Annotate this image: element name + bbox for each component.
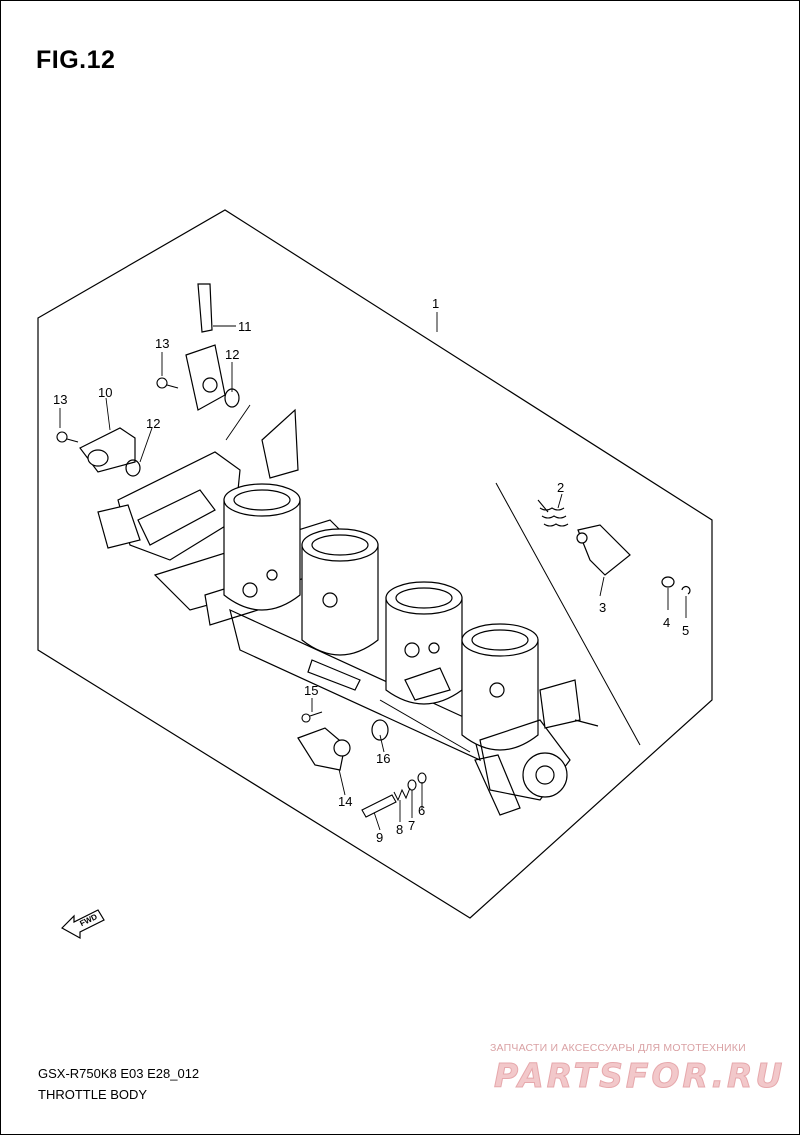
part-2-spring — [537, 499, 569, 527]
callout-1: 1 — [432, 296, 439, 311]
part-5-clip — [681, 586, 691, 595]
callout-3: 3 — [599, 600, 606, 615]
part-4-washer — [661, 576, 675, 588]
part-12-oring-lower — [125, 459, 141, 477]
part-11-tp-sensor — [185, 283, 226, 411]
part-3-adjuster — [576, 524, 631, 576]
forward-arrow-icon: FWD — [61, 909, 105, 940]
callout-10: 10 — [98, 385, 112, 400]
callout-16: 16 — [376, 751, 390, 766]
assembly-outline — [37, 209, 713, 919]
callout-8: 8 — [396, 822, 403, 837]
callout-13-lower: 13 — [53, 392, 67, 407]
throttle-body-assembly — [97, 408, 599, 816]
part-10-secondary-sensor — [79, 427, 136, 473]
leader-lines — [59, 312, 687, 831]
watermark-logo: PARTSFOR.RU — [493, 1056, 786, 1096]
callout-14: 14 — [338, 794, 352, 809]
callout-2: 2 — [557, 480, 564, 495]
subassembly-outline-base — [379, 699, 471, 753]
callout-6: 6 — [418, 803, 425, 818]
callout-5: 5 — [682, 623, 689, 638]
part-12-oring-upper — [224, 388, 240, 408]
part-9-screw — [361, 794, 397, 818]
callout-13-upper: 13 — [155, 336, 169, 351]
part-6-oring — [417, 772, 427, 784]
section-name: THROTTLE BODY — [38, 1087, 148, 1102]
part-13-screws — [56, 377, 179, 443]
callout-12-upper: 12 — [225, 347, 239, 362]
callout-4: 4 — [663, 615, 670, 630]
part-8-spring — [393, 787, 411, 802]
callout-12-lower: 12 — [146, 416, 160, 431]
part-16-oring — [371, 719, 389, 741]
part-7-washer — [407, 779, 417, 791]
part-15-screw — [301, 711, 323, 723]
callout-15: 15 — [304, 683, 318, 698]
figure-title: FIG.12 — [36, 46, 116, 74]
callout-7: 7 — [408, 818, 415, 833]
callout-11: 11 — [238, 319, 252, 334]
callout-9: 9 — [376, 830, 383, 845]
subassembly-outline — [495, 482, 641, 746]
watermark-tagline: ЗАПЧАСТИ И АКСЕССУАРЫ ДЛЯ МОТОТЕХНИКИ — [490, 1042, 746, 1054]
model-code: GSX-R750K8 E03 E28_012 — [38, 1066, 200, 1081]
part-14-sensor — [297, 727, 351, 771]
